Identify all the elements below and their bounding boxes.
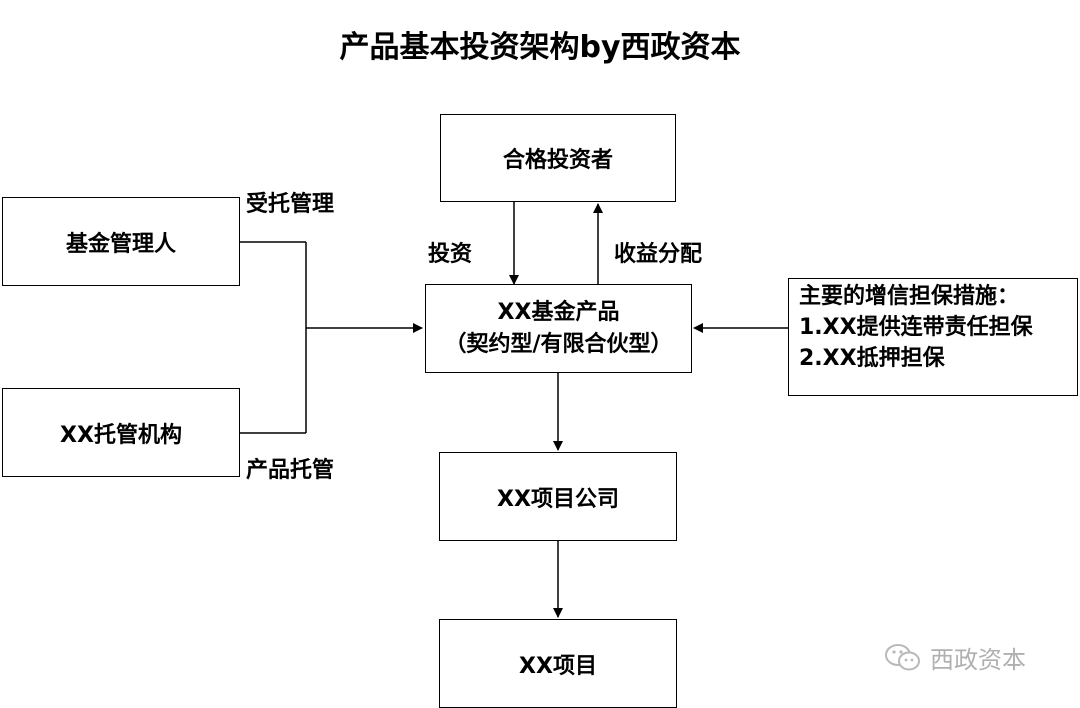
watermark: 西政资本 xyxy=(884,640,1026,675)
credit-measures-heading: 主要的增信担保措施： xyxy=(799,284,1020,309)
node-fund-line1: XX基金产品 xyxy=(497,299,620,325)
credit-measures-item: 1.XX提供连带责任担保 xyxy=(799,315,1033,340)
node-investors-label: 合格投资者 xyxy=(502,148,613,173)
node-manager-label: 基金管理人 xyxy=(65,231,176,257)
node-custodian-label: XX托管机构 xyxy=(60,422,182,448)
node-project-label: XX项目 xyxy=(519,653,597,679)
wechat-icon xyxy=(885,643,920,670)
node-manager: 基金管理人 xyxy=(2,197,240,286)
edge-label-product-custody: 产品托管 xyxy=(246,458,335,483)
node-company: XX项目公司 xyxy=(439,452,677,541)
node-investors: 合格投资者 xyxy=(440,114,676,202)
node-fund: XX基金产品 （契约型/有限合伙型） xyxy=(425,284,692,373)
node-company-label: XX项目公司 xyxy=(497,486,619,512)
node-fund-line2: （契约型/有限合伙型） xyxy=(444,331,673,357)
edge-label-invest: 投资 xyxy=(428,242,473,267)
credit-measures-item: 2.XX抵押担保 xyxy=(799,346,945,371)
node-credit-measures: 主要的增信担保措施： 1.XX提供连带责任担保 2.XX抵押担保 xyxy=(788,278,1078,396)
diagram-title: 产品基本投资架构by西政资本 xyxy=(339,30,741,65)
node-project: XX项目 xyxy=(439,619,677,708)
node-custodian: XX托管机构 xyxy=(2,388,240,477)
edge-label-entrusted-management: 受托管理 xyxy=(246,192,335,217)
watermark-text: 西政资本 xyxy=(930,646,1026,674)
edge-label-income-distribution: 收益分配 xyxy=(614,242,703,267)
